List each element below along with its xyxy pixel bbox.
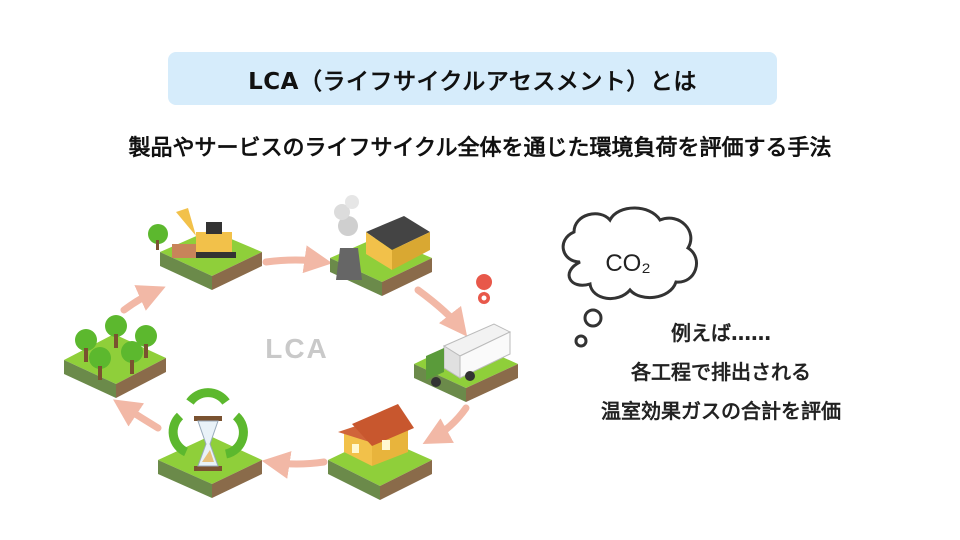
stage-resource-extraction bbox=[148, 208, 262, 290]
arrow-disposal-to-forest bbox=[113, 399, 162, 432]
stage-transport bbox=[414, 274, 518, 402]
stage-disposal-recycling bbox=[158, 388, 262, 498]
example-line-3: 温室効果ガスの合計を評価 bbox=[601, 399, 841, 423]
arrow-extraction-to-manufacturing bbox=[262, 245, 333, 274]
page-title: LCA（ライフサイクルアセスメント）とは bbox=[248, 68, 697, 95]
page-subtitle: 製品やサービスのライフサイクル全体を通じた環境負荷を評価する手法 bbox=[128, 136, 832, 161]
stage-forest bbox=[64, 315, 166, 398]
example-line-1: 例えば…… bbox=[671, 321, 771, 345]
recycle-hourglass-icon bbox=[168, 388, 248, 471]
tree-icon bbox=[75, 315, 157, 380]
excavator-icon bbox=[176, 208, 236, 258]
co2-text: CO₂ bbox=[605, 250, 651, 277]
title-banner: LCA（ライフサイクルアセスメント）とは bbox=[168, 52, 777, 105]
location-pin-icon bbox=[476, 274, 493, 312]
cycle-arrows bbox=[113, 245, 470, 479]
arrow-forest-to-extraction bbox=[120, 285, 166, 314]
arrow-manufacturing-to-transport bbox=[414, 286, 468, 337]
example-line-2: 各工程で排出される bbox=[631, 360, 811, 384]
stage-manufacturing bbox=[330, 195, 432, 296]
house-icon bbox=[338, 404, 414, 466]
factory-icon bbox=[334, 195, 430, 280]
co2-thought-cloud bbox=[561, 206, 698, 348]
arrow-use-to-disposal bbox=[261, 451, 328, 479]
stage-use bbox=[328, 404, 432, 500]
cycle-center-label: LCA bbox=[265, 333, 329, 364]
truck-icon bbox=[426, 323, 512, 387]
arrow-transport-to-use bbox=[422, 404, 470, 445]
